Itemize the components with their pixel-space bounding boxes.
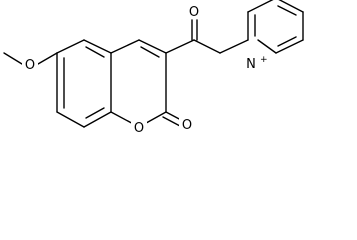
- methoxy-oxygen-backdrop: [22, 57, 38, 72]
- bond-carbonyl-ch2: [193, 39, 221, 54]
- lactone-oxygen-backdrop: [179, 117, 195, 132]
- ketone-oxygen-label: O: [189, 5, 199, 20]
- bond-double-inner-1: [85, 46, 105, 58]
- chemical-structure: O O O O N +: [3, 0, 304, 136]
- bond-o-aromatic: [37, 52, 58, 65]
- bond-pyr-double-2: [277, 36, 297, 47]
- bond-pyr-double-3: [277, 5, 297, 16]
- bond-c6-c5: [56, 39, 85, 54]
- bond-c8-c7: [56, 111, 85, 128]
- bond-double-inner-2: [85, 107, 105, 119]
- ring-oxygen-backdrop: [131, 120, 147, 135]
- bond-n-c6p: [257, 39, 277, 54]
- bond-c2-o-carbonyl-b: [162, 116, 181, 127]
- methoxy-oxygen-label: O: [25, 58, 35, 73]
- pyridinium-charge-label: +: [260, 55, 268, 65]
- ketone-oxygen-backdrop: [186, 4, 202, 19]
- pyridinium-nitrogen-backdrop: [242, 55, 264, 71]
- bond-c8a-c8: [83, 111, 112, 128]
- lactone-carbonyl-oxygen-label: O: [182, 118, 192, 133]
- bond-layer: [3, 0, 304, 128]
- bond-methyl-o: [3, 52, 23, 65]
- bond-c5-c4a: [83, 39, 112, 54]
- bond-c4p-c3p: [278, 0, 304, 13]
- pyridinium-nitrogen-label: N: [246, 57, 256, 72]
- bond-c2p-c3p: [247, 0, 274, 13]
- bond-c6p-c5p: [275, 39, 304, 54]
- bond-c4-c3: [138, 39, 167, 54]
- bond-c4a-c4: [110, 39, 140, 54]
- bond-ch2-n: [219, 39, 249, 54]
- ring-oxygen-label: O: [134, 121, 144, 136]
- bond-c4-c3-double: [140, 46, 160, 58]
- bond-c3-carbonyl: [165, 39, 195, 54]
- atom-label-layer: O O O O N +: [22, 4, 268, 136]
